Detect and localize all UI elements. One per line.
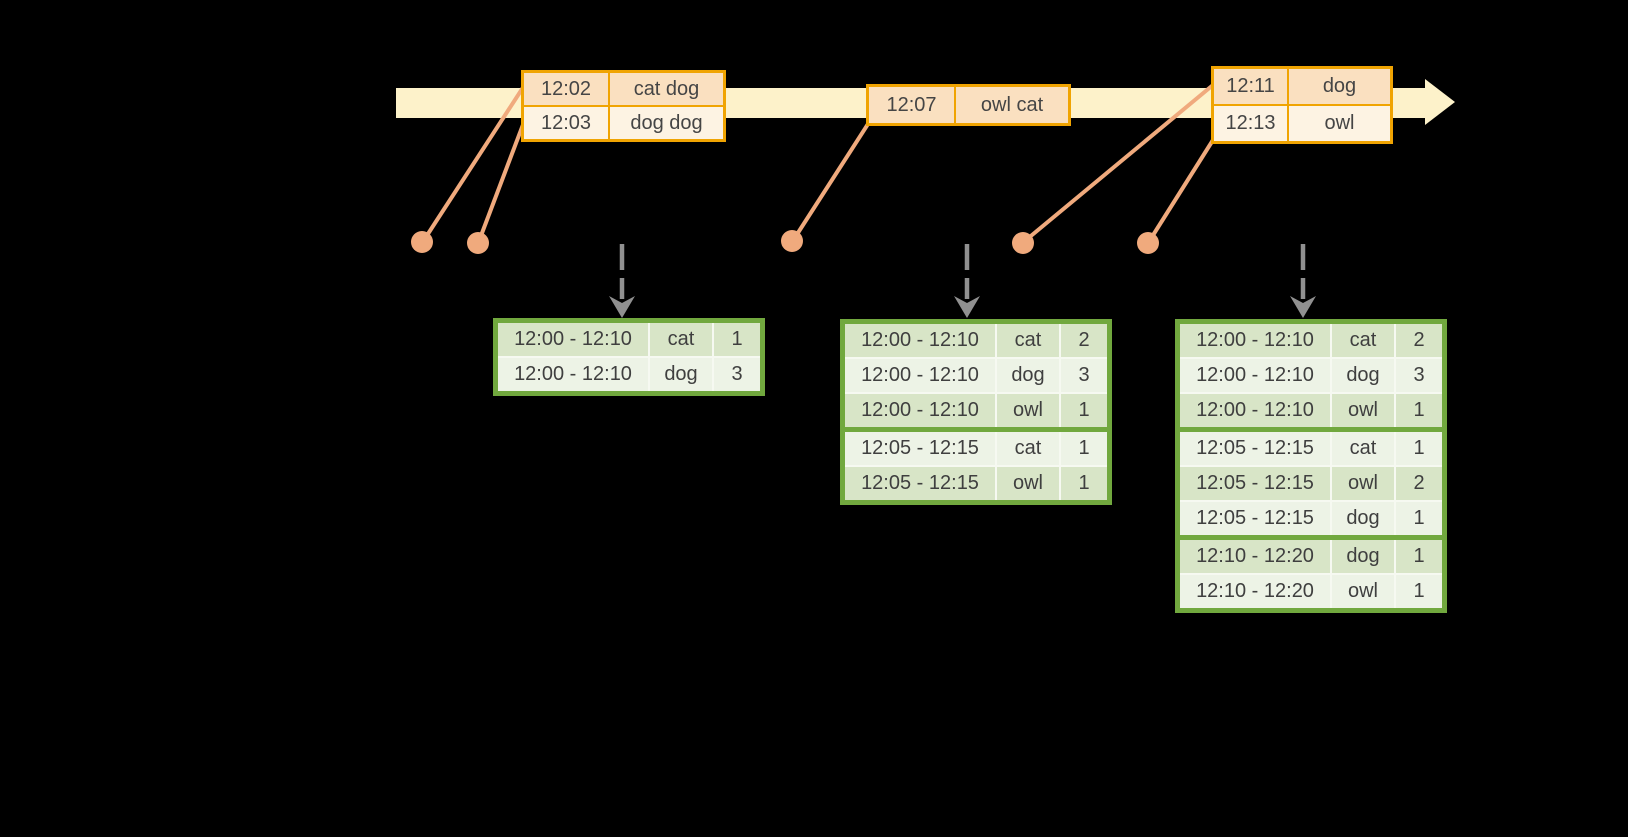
event-connector-line	[792, 122, 870, 241]
window-cell: 12:05 - 12:15	[1176, 500, 1332, 539]
table-row: 12:10 - 12:20 owl 1	[1176, 573, 1446, 612]
word-cell: cat	[995, 427, 1061, 467]
count-cell: 2	[1394, 465, 1446, 502]
word-cell: cat	[995, 320, 1061, 359]
table-row: 12:05 - 12:15 cat 1	[1176, 427, 1446, 467]
count-cell: 1	[1394, 427, 1446, 467]
table-row: 12:00 - 12:10 dog 3	[494, 356, 764, 395]
word-cell: owl	[995, 465, 1061, 504]
window-cell: 12:00 - 12:10	[841, 357, 997, 394]
event-time: 12:03	[524, 107, 608, 139]
word-cell: owl	[1330, 573, 1396, 612]
window-cell: 12:10 - 12:20	[1176, 573, 1332, 612]
event-time-dot	[1012, 232, 1034, 254]
word-cell: owl	[995, 392, 1061, 431]
result-table: 12:00 - 12:10 cat 2 12:00 - 12:10 dog 3 …	[1175, 319, 1447, 613]
word-cell: cat	[1330, 427, 1396, 467]
table-row: 12:05 - 12:15 owl 2	[1176, 465, 1446, 502]
event-time: 12:13	[1214, 106, 1287, 141]
word-cell: dog	[1330, 535, 1396, 575]
table-row: 12:05 - 12:15 cat 1	[841, 427, 1111, 467]
count-cell: 1	[1059, 465, 1111, 504]
word-cell: dog	[1330, 500, 1396, 539]
count-cell: 1	[1059, 427, 1111, 467]
count-cell: 3	[1059, 357, 1111, 394]
word-cell: cat	[648, 319, 714, 358]
event-time-dot	[467, 232, 489, 254]
count-cell: 1	[1059, 392, 1111, 431]
result-table: 12:00 - 12:10 cat 1 12:00 - 12:10 dog 3	[493, 318, 765, 396]
count-cell: 3	[712, 356, 764, 395]
event-words: owl cat	[956, 87, 1068, 123]
count-cell: 1	[712, 319, 764, 358]
word-cell: dog	[648, 356, 714, 395]
table-row: 12:00 - 12:10 dog 3	[1176, 357, 1446, 394]
window-cell: 12:00 - 12:10	[841, 320, 997, 359]
table-row: 12:00 - 12:10 cat 1	[494, 319, 764, 358]
event-time: 12:07	[869, 87, 954, 123]
window-cell: 12:05 - 12:15	[1176, 465, 1332, 502]
word-cell: owl	[1330, 465, 1396, 502]
trigger-arrow-icon	[1290, 244, 1316, 318]
event-connector-line	[422, 84, 526, 242]
event-words: dog dog	[610, 107, 723, 139]
word-cell: cat	[1330, 320, 1396, 359]
trigger-arrow-icon	[954, 244, 980, 318]
event-words: cat dog	[610, 73, 723, 105]
table-row: 12:10 - 12:20 dog 1	[1176, 535, 1446, 575]
table-row: 12:05 - 12:15 dog 1	[1176, 500, 1446, 539]
event-time-dot	[411, 231, 433, 253]
word-cell: dog	[1330, 357, 1396, 394]
event-time: 12:11	[1214, 69, 1287, 104]
table-row: 12:05 - 12:15 owl 1	[841, 465, 1111, 504]
count-cell: 1	[1394, 573, 1446, 612]
count-cell: 2	[1059, 320, 1111, 359]
count-cell: 1	[1394, 535, 1446, 575]
stream-event-box: 12:07 owl cat	[866, 84, 1071, 126]
window-cell: 12:00 - 12:10	[841, 392, 997, 431]
window-cell: 12:05 - 12:15	[841, 465, 997, 504]
window-cell: 12:00 - 12:10	[1176, 320, 1332, 359]
count-cell: 1	[1394, 500, 1446, 539]
window-cell: 12:10 - 12:20	[1176, 535, 1332, 575]
event-words: dog	[1289, 69, 1390, 104]
word-cell: dog	[995, 357, 1061, 394]
window-cell: 12:00 - 12:10	[494, 356, 650, 395]
stream-timeline-arrowhead-icon	[1425, 79, 1455, 125]
table-row: 12:00 - 12:10 dog 3	[841, 357, 1111, 394]
window-cell: 12:00 - 12:10	[494, 319, 650, 358]
window-cell: 12:05 - 12:15	[841, 427, 997, 467]
window-cell: 12:00 - 12:10	[1176, 392, 1332, 431]
event-connector-line	[477, 121, 526, 242]
table-row: 12:00 - 12:10 owl 1	[1176, 392, 1446, 431]
table-row: 12:00 - 12:10 cat 2	[1176, 320, 1446, 359]
event-time-dot	[1137, 232, 1159, 254]
count-cell: 1	[1394, 392, 1446, 431]
table-row: 12:00 - 12:10 owl 1	[841, 392, 1111, 431]
stream-event-box: 12:02 cat dog 12:03 dog dog	[521, 70, 726, 142]
count-cell: 2	[1394, 320, 1446, 359]
result-table: 12:00 - 12:10 cat 2 12:00 - 12:10 dog 3 …	[840, 319, 1112, 505]
event-connector-line	[1024, 83, 1215, 242]
event-time: 12:02	[524, 73, 608, 105]
word-cell: owl	[1330, 392, 1396, 431]
trigger-arrow-icon	[609, 244, 635, 318]
event-time-dot	[781, 230, 803, 252]
window-cell: 12:00 - 12:10	[1176, 357, 1332, 394]
stream-event-box: 12:11 dog 12:13 owl	[1211, 66, 1393, 144]
window-cell: 12:05 - 12:15	[1176, 427, 1332, 467]
table-row: 12:00 - 12:10 cat 2	[841, 320, 1111, 359]
count-cell: 3	[1394, 357, 1446, 394]
event-words: owl	[1289, 106, 1390, 141]
event-connector-line	[1148, 138, 1215, 242]
